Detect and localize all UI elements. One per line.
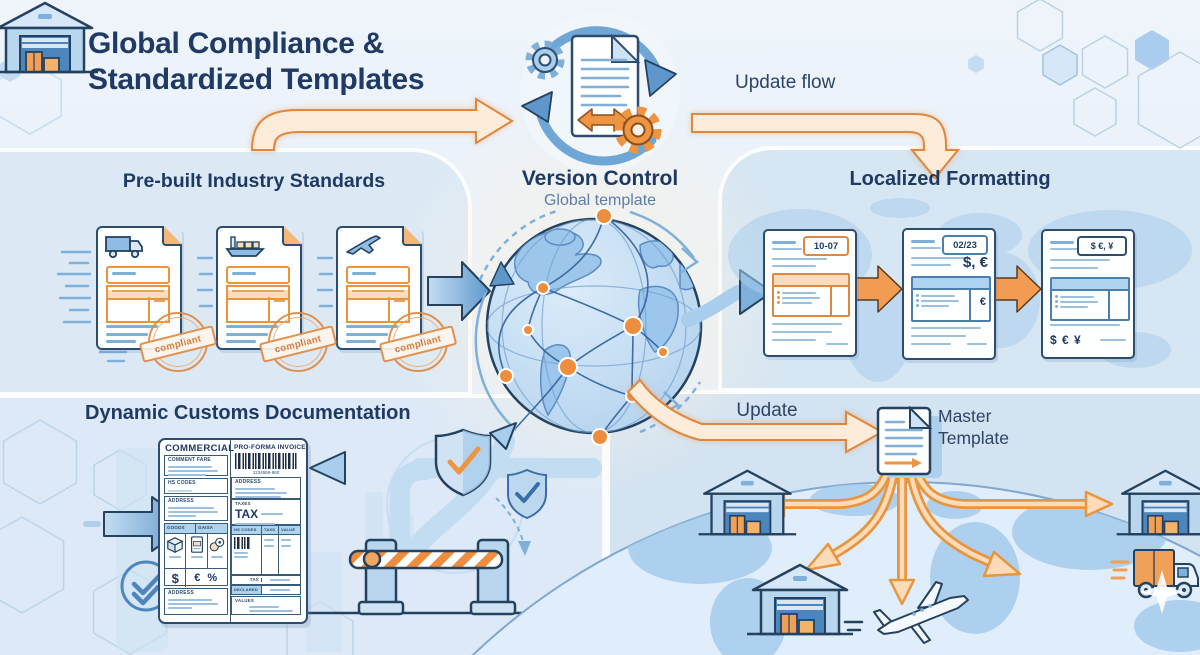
barcode-number: 1234566-860	[252, 470, 280, 475]
currency-note: $, €	[962, 254, 988, 271]
light-band-right-of-invoice	[306, 552, 342, 652]
orbit-arrows	[474, 208, 702, 434]
compliant-stamp: compliant	[378, 312, 458, 372]
globe-to-localized-band	[681, 285, 745, 327]
globe	[474, 207, 703, 446]
blue-gear-icon	[525, 40, 565, 80]
update-flow-arrow	[691, 113, 961, 180]
invoice-euro-pct-cell: € %	[194, 572, 220, 584]
invoice-values-section: VALUES	[231, 596, 301, 615]
airplane-icon	[346, 235, 381, 255]
doc-header-band	[226, 266, 290, 284]
folded-corner	[402, 226, 422, 246]
blue-table: €	[911, 276, 991, 322]
master-template-document-icon	[876, 405, 942, 478]
prebuilt-to-globe-arrow	[427, 261, 491, 321]
delivery-truck-icon	[1110, 549, 1199, 599]
update-flow-label: Update flow	[735, 72, 836, 93]
truck-icon	[105, 236, 143, 259]
shield-check-orange-icon	[434, 428, 492, 497]
invoice-address3-section: ADDRESS	[231, 477, 301, 499]
currency-footer: $ € ¥	[1050, 333, 1082, 347]
prebuilt-heading: Pre-built Industry Standards	[122, 170, 386, 192]
orange-table	[772, 273, 850, 317]
hexagon-decoration-top-right	[968, 0, 1200, 149]
blue-table	[1050, 277, 1130, 321]
invoice-row-tax: TAX	[231, 575, 301, 585]
master-template-line1: Master	[938, 406, 992, 426]
title-line-2: Standardized Templates	[88, 63, 425, 96]
table-euro-cell: €	[979, 296, 986, 308]
page-title: Global Compliance & Standardized Templat…	[88, 26, 528, 98]
customs-heading: Dynamic Customs Documentation	[85, 402, 411, 424]
invoice-dollar-cell: $	[165, 569, 187, 587]
invoice-tax-section: TAXES TAX	[231, 499, 301, 525]
compliant-stamp: compliant	[258, 312, 338, 372]
localized-step-arrows	[855, 265, 1042, 313]
invoice-address-section: ADDRESS	[164, 496, 228, 521]
date-format-badge: 10-07	[803, 236, 849, 256]
sync-arrowheads	[521, 59, 677, 123]
master-template-line2: Template	[938, 428, 1010, 448]
version-control-label: Version Control	[521, 167, 679, 190]
localized-doc-currency: $ €, ¥ $ € ¥	[1041, 229, 1135, 359]
tax-doc-icon	[186, 534, 208, 568]
doc-table	[106, 285, 170, 323]
invoice-comment-section: COMMENT FARE	[164, 455, 228, 476]
doc-header-band	[346, 266, 410, 284]
invoice-goods-table: GOODS GAISA $ € %	[164, 523, 228, 587]
customs-invoice-document: COMMERCIAL COMMENT FARE HS CODES ADDRESS…	[158, 438, 308, 624]
invoice-address2-section: ADDRESS	[164, 588, 228, 615]
barrier-hinge	[362, 549, 382, 569]
cube-icon	[165, 534, 187, 568]
invoice-hs-table: HS CODES TAXS VALUE	[231, 525, 301, 575]
currency-format-badge: $ €, ¥	[1077, 236, 1127, 256]
compliant-stamp: compliant	[138, 312, 218, 372]
stamps-icon	[208, 534, 227, 568]
orange-gear-icon	[614, 106, 662, 154]
dashed-arc-to-gate	[495, 497, 525, 546]
orbit-arrowhead-left	[489, 261, 515, 287]
invoice-row-declared: DECLARED	[231, 585, 301, 595]
cargo-ship-icon	[225, 236, 265, 257]
localized-heading: Localized Formatting	[849, 168, 1051, 190]
tax-big: TAX	[235, 506, 259, 521]
date-format-badge: 02/23	[942, 235, 988, 255]
sparkle-icon	[1140, 570, 1184, 614]
template-doc-ship	[216, 226, 302, 350]
barcode	[235, 453, 297, 469]
dashed-arc-arrowhead	[518, 541, 531, 556]
invoice-column-divider	[230, 440, 231, 622]
doc-table	[226, 285, 290, 323]
warehouse-icon	[0, 1, 98, 74]
barrier-arm	[348, 549, 504, 570]
invoice-right-title: PRO-FORMA INVOICE	[234, 444, 306, 451]
template-doc-plane	[336, 226, 422, 350]
update-label: Update	[736, 400, 798, 421]
flow-arrowhead-left	[309, 451, 346, 485]
doc-table	[346, 285, 410, 323]
shield-check-blue-icon	[507, 468, 547, 520]
speed-lines	[56, 250, 334, 363]
version-control-sublabel: Global template	[543, 192, 657, 209]
airplane-distribution-icon	[843, 581, 969, 644]
invoice-hscodes-section: HS CODES	[164, 478, 228, 494]
update-arrow	[626, 378, 885, 454]
localized-doc-date-2: 02/23 $, € €	[902, 228, 996, 360]
title-to-version-control-arrow	[250, 97, 514, 151]
master-template-label: Master Template	[938, 405, 1009, 449]
folded-corner	[282, 226, 302, 246]
flow-arrowhead-up-right	[489, 422, 517, 450]
localized-doc-date-1: 10-07	[763, 229, 857, 357]
doc-header-band	[106, 266, 170, 284]
title-line-1: Global Compliance &	[88, 27, 385, 60]
folded-corner	[162, 226, 182, 246]
invoice-left-title: COMMERCIAL	[165, 443, 235, 454]
